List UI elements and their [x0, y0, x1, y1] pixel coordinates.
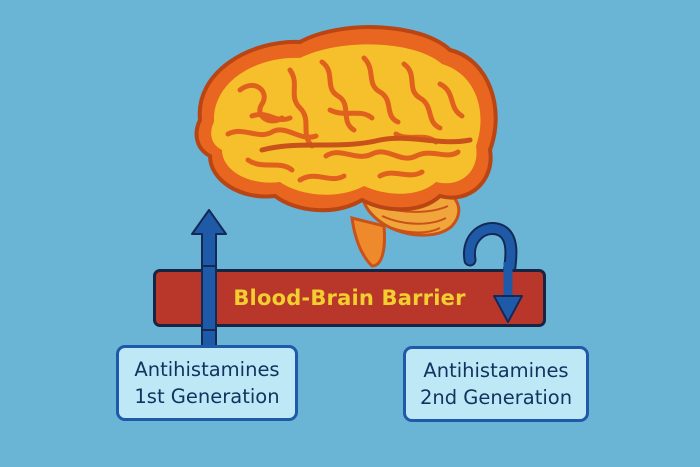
brain-icon — [194, 25, 498, 268]
barrier-label: Blood-Brain Barrier — [233, 286, 466, 310]
second-gen-line1: Antihistamines — [423, 359, 569, 382]
second-gen-line2: 2nd Generation — [419, 386, 573, 409]
first-gen-line2: 1st Generation — [134, 385, 280, 408]
blood-brain-barrier: Blood-Brain Barrier — [153, 269, 546, 327]
first-generation-box: Antihistamines 1st Generation — [116, 345, 298, 421]
first-gen-line1: Antihistamines — [134, 358, 280, 381]
second-generation-box: Antihistamines 2nd Generation — [403, 346, 589, 422]
